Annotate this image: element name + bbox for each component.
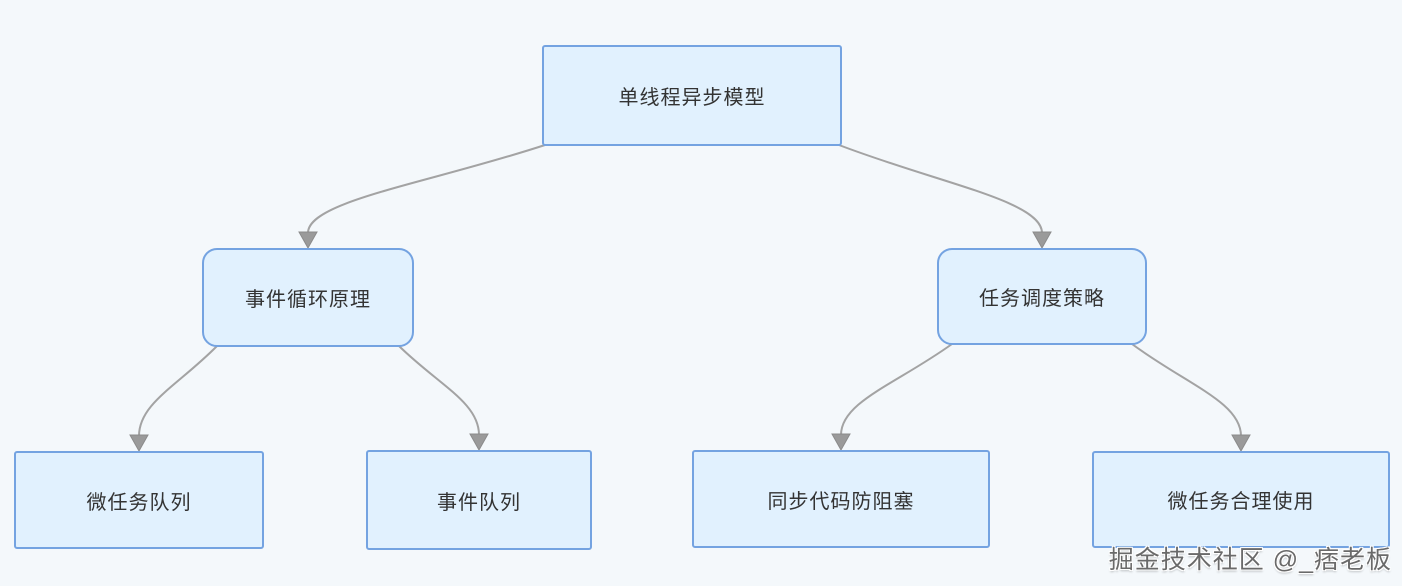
watermark: 掘金技术社区 @_痞老板 [1108,546,1392,574]
arrowhead-icon [298,231,318,250]
arrowhead-icon [469,433,489,452]
edge-connector [840,343,953,436]
node-event-queue[interactable]: 事件队列 [366,450,592,550]
arrowhead-icon [1231,434,1251,453]
node-label: 事件循环原理 [245,289,371,311]
edge-connector [1131,343,1242,437]
node-single-thread-async-model[interactable]: 单线程异步模型 [542,45,842,146]
node-microtask-queue[interactable]: 微任务队列 [14,451,264,549]
arrowhead-icon [1032,231,1052,250]
node-sync-code-anti-blocking[interactable]: 同步代码防阻塞 [692,450,990,548]
node-event-loop-principle[interactable]: 事件循环原理 [202,248,414,347]
node-label: 单线程异步模型 [618,87,766,109]
node-label: 任务调度策略 [979,288,1105,310]
node-label: 同步代码防阻塞 [767,490,915,513]
edge-connector [398,345,480,436]
node-microtask-proper-usage[interactable]: 微任务合理使用 [1092,451,1390,548]
edge-connector [307,144,546,234]
node-label: 微任务合理使用 [1167,491,1315,513]
node-task-scheduling-strategy[interactable]: 任务调度策略 [937,248,1147,345]
arrowhead-icon [129,434,149,453]
arrowhead-icon [831,433,851,452]
edge-connector [838,144,1043,234]
node-label: 事件队列 [437,491,521,514]
edge-connector [138,345,218,437]
node-label: 微任务队列 [86,491,192,514]
